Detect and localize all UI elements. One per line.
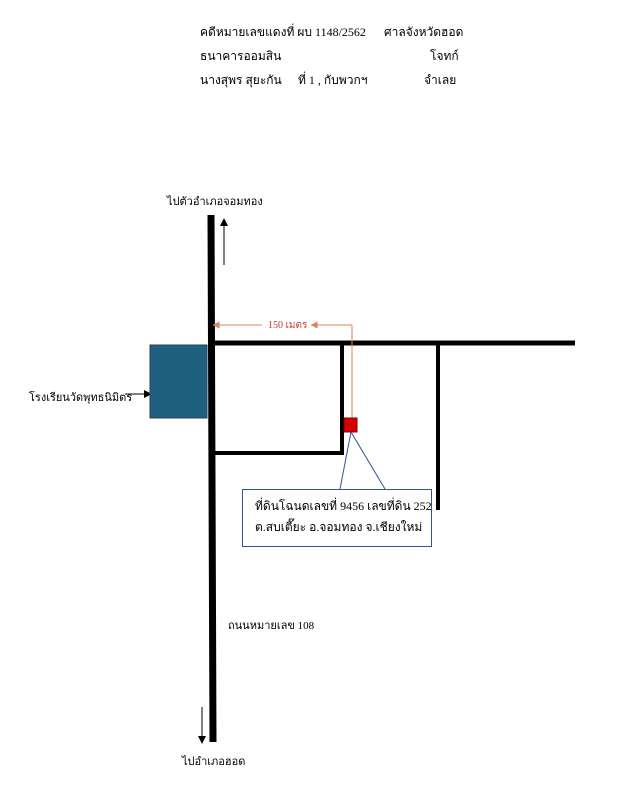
defendant-role: จำเลย (424, 73, 457, 87)
land-plot-marker (343, 417, 358, 433)
plaintiff-name: ธนาคารออมสิน (200, 49, 282, 63)
distance-label: 150 เมตร (268, 320, 308, 331)
defendant-name: นางสุพร สุยะกัน (200, 73, 282, 87)
plaintiff-role: โจทก์ (430, 49, 459, 63)
north-direction-label: ไปตัวอำเภอจอมทอง (167, 196, 263, 208)
school-building (149, 344, 208, 419)
case-number: คดีหมายเลขแดงที่ ผบ 1148/2562 (200, 25, 366, 39)
highway-road (207, 214, 217, 743)
court-name: ศาลจังหวัดฮอด (384, 25, 464, 39)
south-direction-label: ไปอำเภอฮอด (182, 756, 246, 768)
defendant-index: ที่ 1 , กับพวกฯ (298, 73, 368, 87)
callout-connector (339, 430, 386, 490)
land-deed-line: ที่ดินโฉนดเลขที่ 9456 เลขที่ดิน 252 (255, 499, 432, 513)
land-callout: ที่ดินโฉนดเลขที่ 9456 เลขที่ดิน 252 ต.สบ… (242, 489, 432, 547)
land-location-line: ต.สบเตี๊ยะ อ.จอมทอง จ.เชียงใหม่ (255, 520, 423, 534)
highway-label: ถนนหมายเลข 108 (228, 620, 315, 632)
school-label: โรงเรียนวัดพุทธนิมิตร (29, 392, 133, 404)
